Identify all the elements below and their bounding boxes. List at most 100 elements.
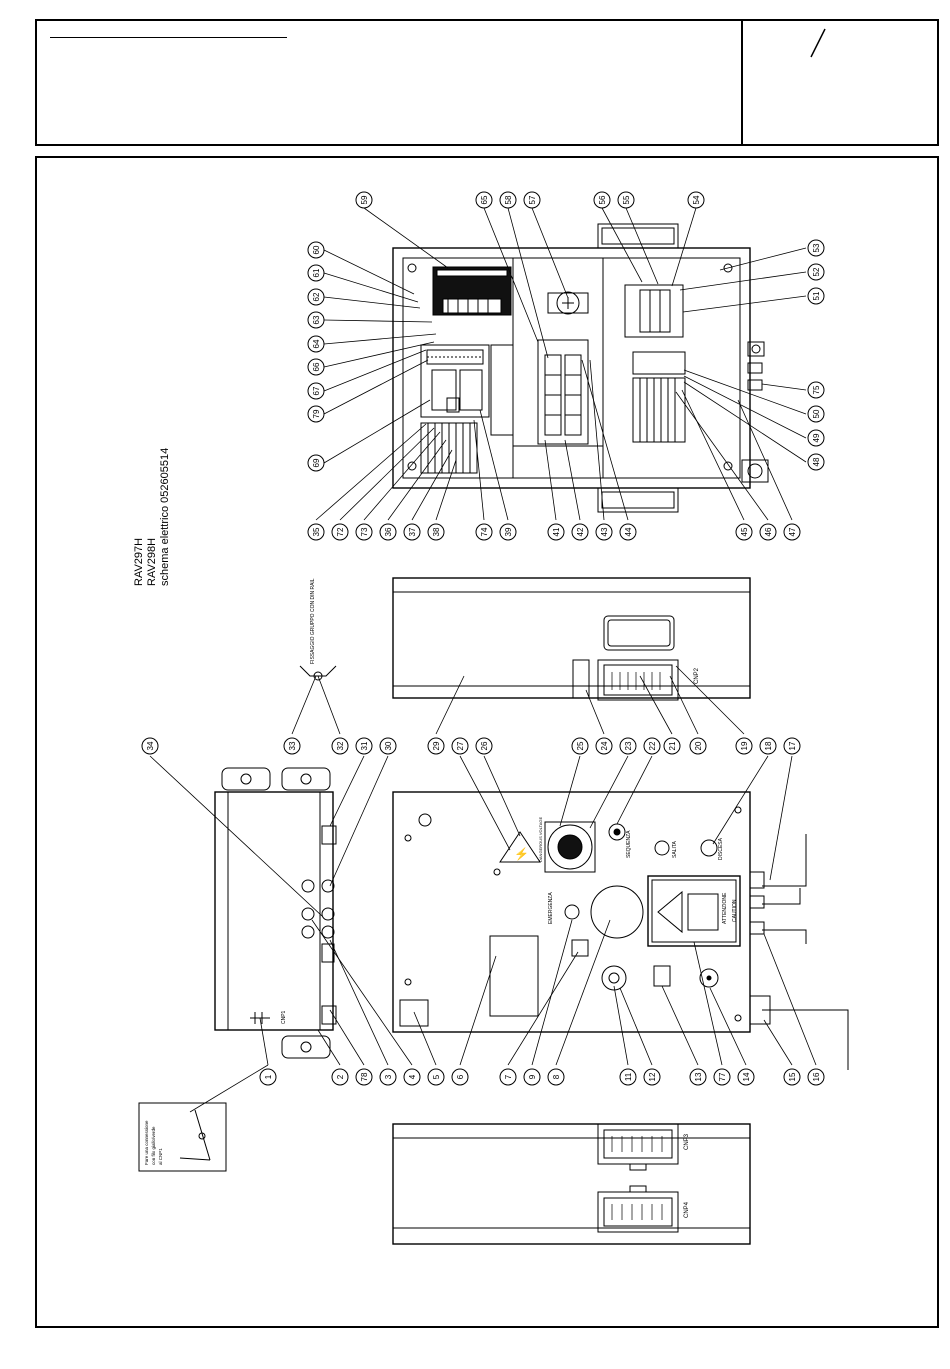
callout-number: 32	[336, 741, 345, 750]
callout-circle	[475, 523, 493, 541]
top-callout-46: 46	[759, 523, 777, 541]
bottom-callout-12: 12	[643, 1068, 661, 1086]
callout-circle	[355, 523, 373, 541]
drawing-frame	[35, 156, 939, 1328]
callout-circle	[307, 241, 325, 259]
callout-number: 73	[360, 527, 369, 536]
bottom-callout-3: 3	[379, 1068, 397, 1086]
top-callout-69: 69	[307, 454, 325, 472]
callout-circle	[571, 737, 589, 755]
callout-number: 55	[622, 195, 631, 204]
callout-number: 19	[740, 741, 749, 750]
callout-number: 59	[360, 195, 369, 204]
callout-circle	[783, 737, 801, 755]
top-callout-56: 56	[593, 191, 611, 209]
callout-circle	[427, 1068, 445, 1086]
top-callout-42: 42	[571, 523, 589, 541]
callout-number: 42	[576, 527, 585, 536]
callout-number: 16	[812, 1072, 821, 1081]
cabinet-front-view: ⚡	[392, 791, 849, 1070]
callout-number: 35	[312, 527, 321, 536]
middle-callout-22: 22	[643, 737, 661, 755]
top-callout-52: 52	[807, 263, 825, 281]
callout-circle	[307, 382, 325, 400]
bottom-callout-6: 6	[451, 1068, 469, 1086]
callout-circle	[307, 454, 325, 472]
callout-circle	[283, 737, 301, 755]
callout-number: 12	[648, 1072, 657, 1081]
callout-number: 63	[312, 315, 321, 324]
callout-number: 2	[336, 1074, 345, 1079]
middle-callout-30: 30	[379, 737, 397, 755]
connector-cnp3-label: CNP3	[684, 1133, 690, 1150]
callout-number: 14	[742, 1072, 751, 1081]
inset-note-2: con filo giallo/verde	[151, 1126, 156, 1165]
bottom-callout-4: 4	[403, 1068, 421, 1086]
title-block-underline	[50, 37, 287, 38]
bottom-callout-7: 7	[499, 1068, 517, 1086]
callout-circle	[619, 737, 637, 755]
callout-circle	[355, 191, 373, 209]
top-callout-72: 72	[331, 523, 349, 541]
callout-circle	[807, 287, 825, 305]
callout-number: 15	[788, 1072, 797, 1081]
top-callout-60: 60	[307, 241, 325, 259]
top-callout-63: 63	[307, 311, 325, 329]
callout-number: 25	[576, 741, 585, 750]
top-callout-57: 57	[523, 191, 541, 209]
callout-circle	[807, 239, 825, 257]
bottom-callout-13: 13	[689, 1068, 707, 1086]
middle-callout-33: 33	[283, 737, 301, 755]
callout-number: 46	[764, 527, 773, 536]
callout-circle	[141, 737, 159, 755]
top-callout-79: 79	[307, 405, 325, 423]
callout-number: 7	[504, 1074, 513, 1079]
callout-number: 74	[480, 527, 489, 536]
middle-callout-31: 31	[355, 737, 373, 755]
top-callout-73: 73	[355, 523, 373, 541]
callout-circle	[735, 737, 753, 755]
callout-number: 43	[600, 527, 609, 536]
callout-number: 17	[788, 741, 797, 750]
callout-circle	[571, 523, 589, 541]
callout-circle	[737, 1068, 755, 1086]
callout-circle	[499, 1068, 517, 1086]
callout-circle	[475, 191, 493, 209]
callout-circle	[355, 1068, 373, 1086]
callout-number: 23	[624, 741, 633, 750]
cabinet-rear-view	[392, 1123, 751, 1245]
callout-number: 8	[552, 1074, 561, 1079]
callout-circle	[331, 523, 349, 541]
inset-note-1: Fare una connessione	[144, 1120, 149, 1165]
emergency-label: EMERGENZA	[548, 892, 554, 924]
callout-circle	[379, 737, 397, 755]
bottom-callout-8: 8	[547, 1068, 565, 1086]
top-callout-55: 55	[617, 191, 635, 209]
callout-circle	[307, 264, 325, 282]
callout-circle	[307, 335, 325, 353]
callout-circle	[807, 453, 825, 471]
callout-circle	[379, 1068, 397, 1086]
middle-callout-29: 29	[427, 737, 445, 755]
attenzione-label: ATTENZIONE	[722, 892, 728, 924]
callout-number: 11	[624, 1072, 633, 1081]
callout-circle	[547, 523, 565, 541]
connector-cnp4-label: CNP4	[684, 1201, 690, 1218]
bottom-callout-11: 11	[619, 1068, 637, 1086]
callout-number: 72	[336, 527, 345, 536]
top-callout-75: 75	[807, 381, 825, 399]
callout-number: 78	[360, 1072, 369, 1081]
caution-label: CAUTION	[732, 899, 738, 923]
din-rail-bracket-label: FISSAGGIO GRUPPO CON DIN RAIL	[310, 578, 316, 664]
middle-callout-25: 25	[571, 737, 589, 755]
middle-callout-32: 32	[331, 737, 349, 755]
top-callout-59: 59	[355, 191, 373, 209]
callout-number: 3	[384, 1074, 393, 1079]
salita-label: SALITA	[672, 841, 678, 858]
callout-number: 27	[456, 741, 465, 750]
callout-circle	[783, 1068, 801, 1086]
callout-circle	[643, 737, 661, 755]
top-callout-74: 74	[475, 523, 493, 541]
cabinet-side-view	[299, 577, 751, 701]
